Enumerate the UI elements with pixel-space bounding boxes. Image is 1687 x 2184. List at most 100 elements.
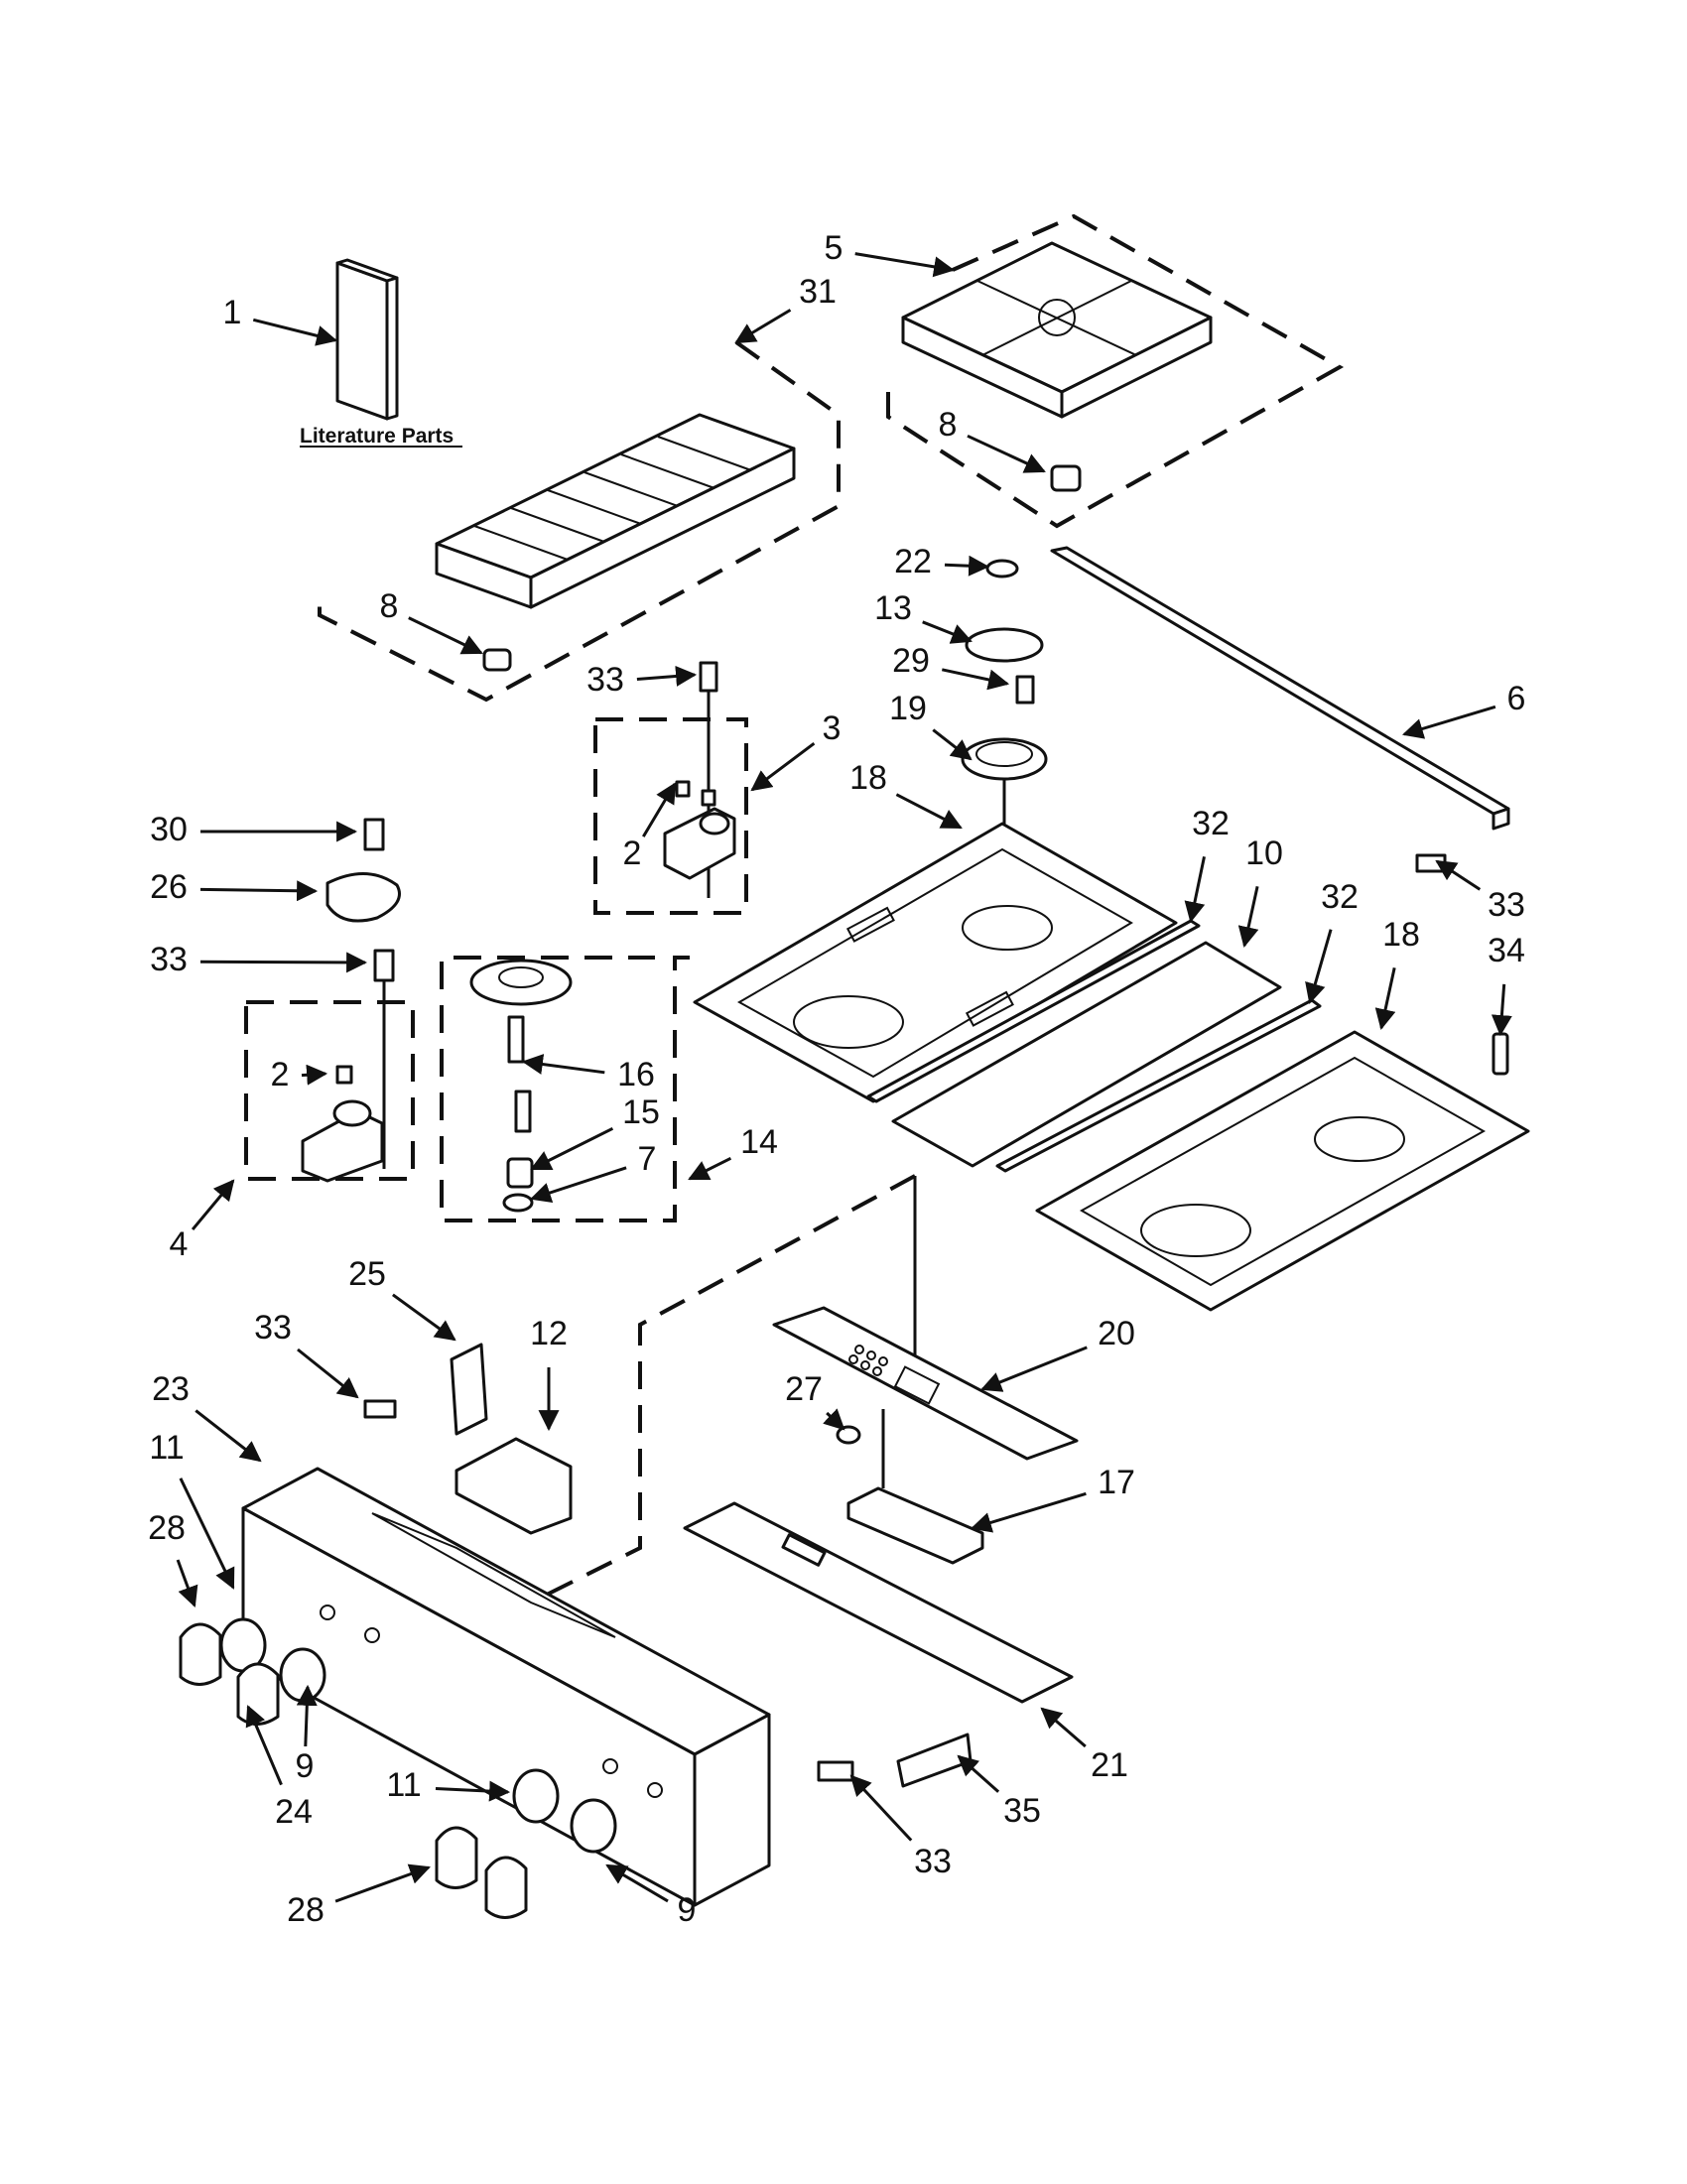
callout-leader-arrow bbox=[1237, 885, 1259, 949]
burner-cap-13 bbox=[965, 627, 1044, 663]
callout-number: 33 bbox=[586, 661, 624, 699]
callout-c23: 23 bbox=[152, 1370, 262, 1463]
callout-number: 25 bbox=[348, 1255, 386, 1293]
igniter-assembly-14 bbox=[440, 956, 690, 1222]
callout-leader-arrow bbox=[199, 952, 368, 973]
callout-leader-arrow bbox=[854, 252, 956, 278]
callout-c2a: 2 bbox=[623, 782, 677, 872]
callout-c31: 31 bbox=[734, 273, 837, 344]
callout-leader-arrow bbox=[605, 1863, 669, 1903]
callout-c33a: 33 bbox=[586, 661, 698, 699]
callout-c11b: 11 bbox=[386, 1766, 511, 1804]
callout-c28a: 28 bbox=[148, 1509, 198, 1607]
callout-leader-arrow bbox=[1491, 983, 1512, 1037]
callout-number: 12 bbox=[530, 1315, 568, 1352]
literature-booklet: Literature Parts bbox=[300, 258, 462, 448]
callout-number: 11 bbox=[386, 1766, 421, 1804]
callout-leader-arrow bbox=[1040, 1707, 1087, 1748]
bezel-9b bbox=[570, 1798, 617, 1854]
callout-number: 33 bbox=[914, 1843, 952, 1880]
callout-leader-arrow bbox=[530, 1126, 614, 1171]
callout-c3: 3 bbox=[750, 709, 842, 792]
clip-7 bbox=[502, 1193, 534, 1213]
callout-leader-arrow bbox=[750, 742, 816, 792]
callout-number: 30 bbox=[150, 811, 188, 848]
burner-tray-18a bbox=[693, 822, 1178, 1103]
callout-leader-arrow bbox=[895, 793, 963, 830]
knobs-right bbox=[435, 1768, 617, 1919]
callout-number: 2 bbox=[271, 1056, 290, 1093]
control-board-17 bbox=[846, 1486, 984, 1565]
callout-c9b: 9 bbox=[605, 1863, 696, 1929]
callout-leader-arrow bbox=[734, 309, 792, 344]
callout-leader-arrow bbox=[823, 1408, 845, 1431]
callout-leader-arrow bbox=[967, 434, 1046, 473]
callout-number: 6 bbox=[1507, 680, 1526, 717]
control-overlay-20 bbox=[772, 1306, 1079, 1461]
callout-number: 15 bbox=[622, 1093, 660, 1131]
callout-c7: 7 bbox=[530, 1140, 656, 1204]
callout-number: 18 bbox=[849, 759, 887, 797]
callout-number: 27 bbox=[785, 1370, 823, 1408]
callout-leader-arrow bbox=[334, 1863, 431, 1903]
ring-22 bbox=[985, 559, 1019, 578]
callout-number: 14 bbox=[740, 1123, 778, 1161]
callout-c5: 5 bbox=[825, 229, 956, 278]
callout-number: 13 bbox=[874, 589, 912, 627]
callout-c20: 20 bbox=[980, 1315, 1135, 1392]
callout-number: 10 bbox=[1245, 835, 1283, 872]
callout-number: 3 bbox=[823, 709, 842, 747]
callout-c32a: 32 bbox=[1184, 805, 1230, 924]
callout-c11a: 11 bbox=[149, 1429, 235, 1590]
callout-number: 29 bbox=[892, 642, 930, 680]
screw-15 bbox=[514, 1090, 532, 1133]
screw-29 bbox=[1015, 675, 1035, 705]
callout-c17: 17 bbox=[970, 1464, 1135, 1533]
callout-number: 32 bbox=[1192, 805, 1230, 842]
callout-number: 11 bbox=[149, 1429, 184, 1467]
callout-c27: 27 bbox=[785, 1370, 845, 1431]
callout-leader-arrow bbox=[408, 616, 483, 655]
callout-leader-arrow bbox=[521, 1054, 605, 1075]
callout-number: 28 bbox=[148, 1509, 186, 1547]
callout-number: 28 bbox=[287, 1891, 324, 1929]
callout-c6: 6 bbox=[1401, 680, 1526, 739]
callout-leader-arrow bbox=[301, 1064, 328, 1086]
callout-leader-arrow bbox=[932, 728, 973, 761]
burner-base-19 bbox=[961, 737, 1048, 781]
bracket-35 bbox=[896, 1733, 973, 1788]
callout-number: 20 bbox=[1098, 1315, 1135, 1352]
callout-number: 32 bbox=[1321, 878, 1359, 916]
callout-c33c: 33 bbox=[150, 941, 368, 978]
callout-leader-arrow bbox=[297, 1348, 359, 1399]
callout-leader-arrow bbox=[435, 1780, 511, 1802]
callout-c1: 1 bbox=[223, 294, 338, 346]
grate-foot-8a bbox=[1050, 464, 1082, 492]
callout-c14: 14 bbox=[688, 1123, 778, 1181]
center-trim bbox=[866, 919, 1322, 1173]
callout-c29: 29 bbox=[892, 642, 1010, 691]
left-brackets bbox=[363, 1343, 573, 1535]
callout-c26: 26 bbox=[150, 868, 319, 906]
dashed-box-5 bbox=[886, 213, 1345, 529]
knob-28b bbox=[435, 1826, 478, 1889]
callout-c33e: 33 bbox=[849, 1774, 952, 1880]
callout-leader-arrow bbox=[1374, 966, 1396, 1031]
trim-strip bbox=[1050, 546, 1510, 831]
callout-c19: 19 bbox=[889, 690, 973, 761]
bracket-26 bbox=[325, 872, 401, 923]
callout-leader-arrow bbox=[688, 1156, 732, 1181]
bracket-12 bbox=[454, 1437, 573, 1535]
callout-number: 33 bbox=[1488, 886, 1525, 924]
callout-c13: 13 bbox=[874, 589, 973, 644]
valve-assembly-4 bbox=[244, 1000, 415, 1183]
callout-c8b: 8 bbox=[380, 587, 483, 655]
callout-c18b: 18 bbox=[1374, 916, 1420, 1031]
knob-28a bbox=[179, 1622, 222, 1686]
callout-number: 5 bbox=[825, 229, 844, 267]
callout-leader-arrow bbox=[176, 1559, 198, 1607]
bezel-11b bbox=[512, 1768, 560, 1824]
callout-c24: 24 bbox=[245, 1705, 313, 1831]
callout-c9a: 9 bbox=[296, 1684, 318, 1785]
